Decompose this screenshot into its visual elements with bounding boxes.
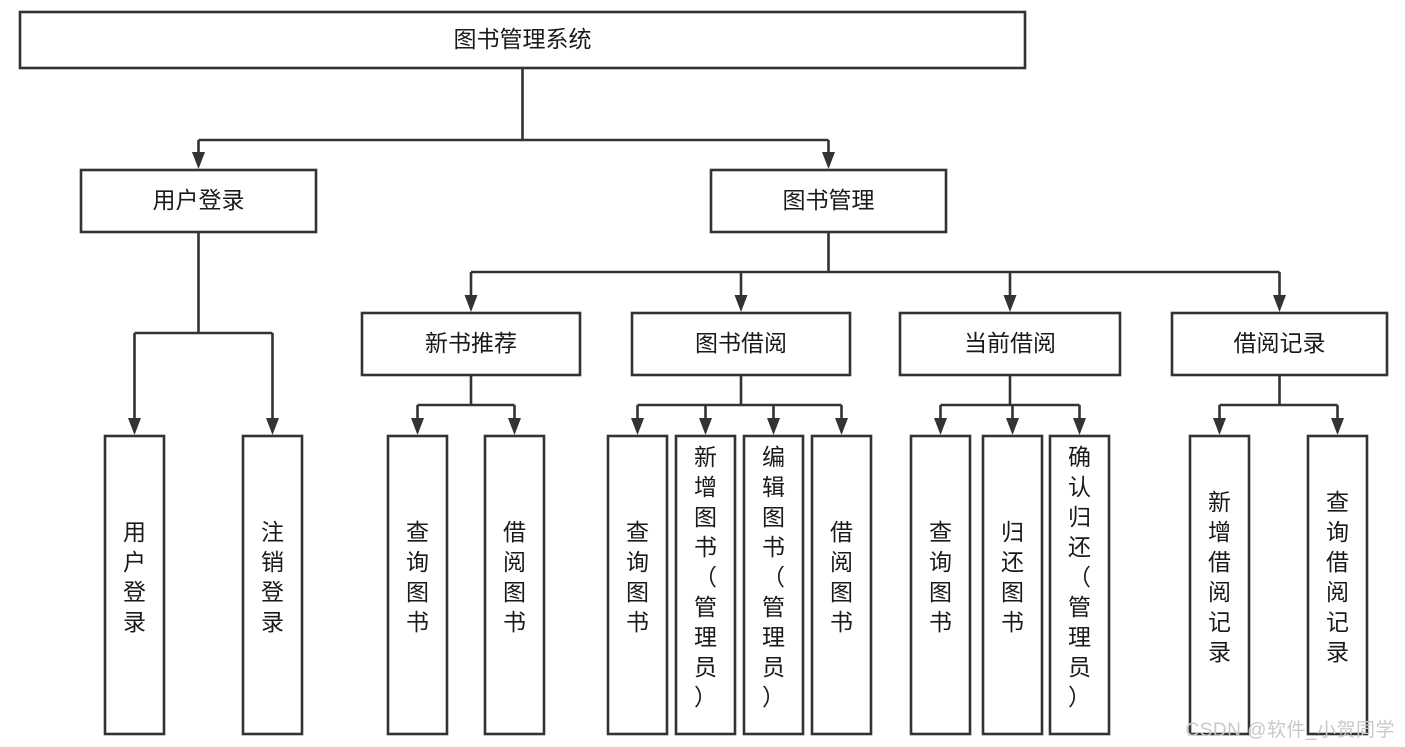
leaf-user-logout-label: 注销登录 [261,519,284,635]
leaf-search-book-borrow[interactable]: 查询图书 [606,434,669,736]
node-new-book-recommend-label: 新书推荐 [425,330,517,356]
leaf-edit-book-admin-label: 编辑图书（管理员） [762,444,785,710]
leaf-search-book-borrow-box [606,434,669,736]
leaf-search-book-borrow-label: 查询图书 [626,519,649,635]
leaf-borrow-book-box [810,434,873,736]
leaf-return-book-label: 归还图书 [1001,519,1024,635]
leaf-search-borrow-record[interactable]: 查询借阅记录 [1306,434,1369,736]
leaf-add-book-admin-box [674,434,737,736]
leaf-borrow-book-recommend-box [483,434,546,736]
leaf-search-book-current-box [909,434,972,736]
leaf-borrow-book-recommend-label: 借阅图书 [503,519,526,635]
edge-root-to-level2 [192,68,835,169]
node-user-login[interactable]: 用户登录 [79,168,318,234]
node-current-borrow-box [898,311,1122,377]
leaf-user-login-label: 用户登录 [123,519,146,635]
node-user-login-label: 用户登录 [153,187,245,213]
leaf-borrow-book-label: 借阅图书 [830,519,853,635]
node-root-library-system-label: 图书管理系统 [454,26,592,52]
edge-book-management-to-level3 [464,232,1286,312]
edge-borrow-records-to-leaves [1213,375,1344,435]
leaf-add-borrow-record-box [1188,434,1251,736]
leaf-add-book-admin[interactable]: 新增图书（管理员） [674,434,737,736]
node-borrow-records-box [1170,311,1389,377]
node-book-management-box [709,168,948,234]
node-current-borrow-label: 当前借阅 [964,330,1056,356]
node-book-borrow-box [630,311,852,377]
leaf-confirm-return-admin-box [1048,434,1111,736]
leaf-return-book-box [981,434,1044,736]
edge-book-borrow-to-leaves [631,375,848,435]
leaf-borrow-book[interactable]: 借阅图书 [810,434,873,736]
leaf-edit-book-admin-box [742,434,805,736]
node-book-management[interactable]: 图书管理 [709,168,948,234]
leaf-confirm-return-admin-label: 确认归还（管理员） [1068,444,1091,710]
leaf-user-login[interactable]: 用户登录 [103,434,166,736]
node-current-borrow[interactable]: 当前借阅 [898,311,1122,377]
node-new-book-recommend[interactable]: 新书推荐 [360,311,582,377]
connector-layer [128,68,1344,435]
leaf-borrow-book-recommend[interactable]: 借阅图书 [483,434,546,736]
leaf-user-logout[interactable]: 注销登录 [241,434,304,736]
leaf-confirm-return-admin[interactable]: 确认归还（管理员） [1048,434,1111,736]
leaf-user-logout-box [241,434,304,736]
node-root-library-system-box [18,10,1027,70]
leaf-search-book-recommend[interactable]: 查询图书 [386,434,449,736]
leaf-search-book-current-label: 查询图书 [929,519,952,635]
leaf-search-borrow-record-label: 查询借阅记录 [1326,489,1349,665]
node-layer: 图书管理系统用户登录图书管理新书推荐图书借阅当前借阅借阅记录用户登录注销登录查询… [18,10,1389,736]
node-borrow-records-label: 借阅记录 [1234,330,1326,356]
leaf-search-borrow-record-box [1306,434,1369,736]
node-borrow-records[interactable]: 借阅记录 [1170,311,1389,377]
node-book-management-label: 图书管理 [783,187,875,213]
leaf-edit-book-admin[interactable]: 编辑图书（管理员） [742,434,805,736]
leaf-add-borrow-record-label: 新增借阅记录 [1208,489,1231,665]
node-book-borrow-label: 图书借阅 [695,330,787,356]
node-book-borrow[interactable]: 图书借阅 [630,311,852,377]
watermark-text: CSDN @软件_小贺同学 [1185,720,1395,741]
edge-new-book-recommend-to-leaves [411,375,521,435]
leaf-search-book-current[interactable]: 查询图书 [909,434,972,736]
node-root-library-system[interactable]: 图书管理系统 [18,10,1027,70]
leaf-search-book-recommend-label: 查询图书 [406,519,429,635]
leaf-return-book[interactable]: 归还图书 [981,434,1044,736]
node-user-login-box [79,168,318,234]
leaf-search-book-recommend-box [386,434,449,736]
node-new-book-recommend-box [360,311,582,377]
leaf-add-book-admin-label: 新增图书（管理员） [694,444,717,710]
leaf-add-borrow-record[interactable]: 新增借阅记录 [1188,434,1251,736]
edge-current-borrow-to-leaves [934,375,1086,435]
edge-user-login-to-leaves [128,232,279,435]
leaf-user-login-box [103,434,166,736]
